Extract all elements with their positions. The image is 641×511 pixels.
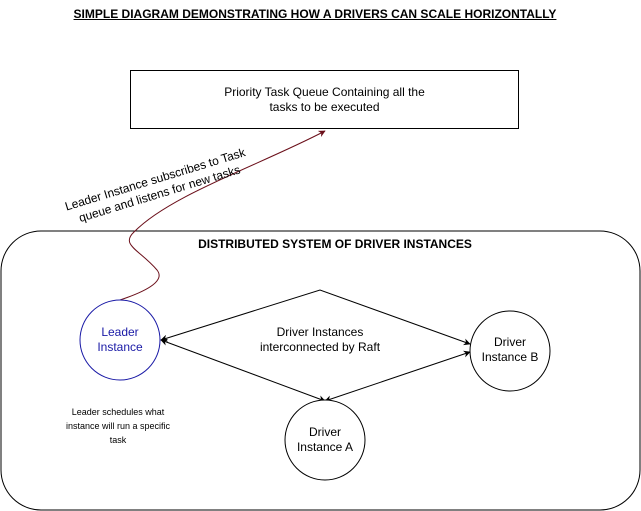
diagram-title: SIMPLE DIAGRAM DEMONSTRATING HOW A DRIVE… bbox=[73, 7, 557, 21]
subscribe-edge bbox=[119, 130, 326, 301]
driver-a-node bbox=[284, 399, 366, 481]
raft-edge-leader-a bbox=[160, 338, 326, 403]
leader-node-label: Leader Instance bbox=[97, 325, 143, 354]
raft-label: Driver Instances interconnected by Raft bbox=[259, 325, 381, 354]
driver-b-label: Driver Instance B bbox=[481, 335, 539, 364]
driver-b-node bbox=[469, 310, 551, 392]
task-queue-label: Priority Task Queue Containing all the t… bbox=[224, 84, 425, 114]
driver-a-label: Driver Instance A bbox=[296, 425, 354, 454]
task-queue-box: Priority Task Queue Containing all the t… bbox=[130, 70, 519, 129]
leader-node bbox=[79, 299, 161, 381]
raft-edge-a-b bbox=[324, 350, 471, 403]
schedule-label: Leader schedules what instance will run … bbox=[65, 407, 171, 445]
raft-edge-leader-b bbox=[160, 289, 471, 346]
system-title: DISTRIBUTED SYSTEM OF DRIVER INSTANCES bbox=[198, 237, 472, 251]
system-container bbox=[0, 230, 641, 511]
